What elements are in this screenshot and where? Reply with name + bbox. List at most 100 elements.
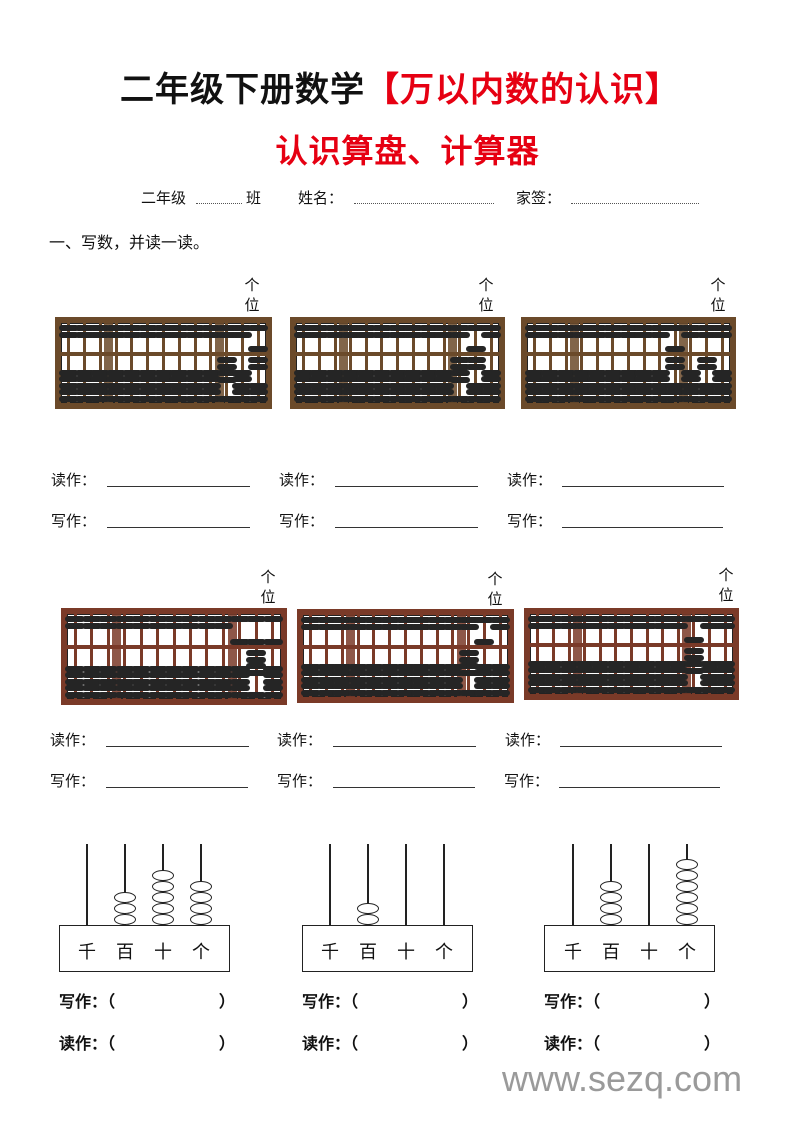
lower-bead[interactable] [300, 689, 321, 696]
upper-bead[interactable] [121, 331, 142, 338]
lower-bead[interactable] [571, 395, 592, 402]
upper-bead[interactable] [395, 623, 416, 630]
lower-bead[interactable] [652, 686, 673, 693]
lower-bead[interactable] [169, 376, 190, 382]
lower-bead[interactable] [216, 376, 237, 383]
lower-bead[interactable] [434, 369, 455, 376]
lower-bead[interactable] [442, 683, 463, 689]
lower-bead[interactable] [474, 683, 495, 689]
upper-bead[interactable] [427, 617, 448, 623]
lower-bead[interactable] [316, 663, 337, 670]
upper-bead[interactable] [559, 616, 580, 622]
lower-bead[interactable] [652, 680, 673, 686]
lower-bead[interactable] [621, 673, 642, 680]
lower-bead[interactable] [474, 663, 495, 670]
lower-bead[interactable] [74, 376, 95, 382]
lower-bead[interactable] [411, 663, 432, 670]
upper-bead[interactable] [246, 638, 267, 645]
upper-bead[interactable] [185, 331, 206, 338]
upper-bead[interactable] [543, 622, 564, 629]
lower-bead[interactable] [216, 357, 237, 363]
lower-bead[interactable] [605, 680, 626, 686]
lower-bead[interactable] [137, 382, 158, 389]
lower-bead[interactable] [574, 667, 595, 673]
lower-bead[interactable] [427, 683, 448, 689]
lower-bead[interactable] [293, 376, 314, 382]
lower-bead[interactable] [90, 376, 111, 382]
lower-bead[interactable] [481, 376, 502, 382]
upper-bead[interactable] [465, 325, 486, 331]
lower-bead[interactable] [696, 395, 717, 402]
lower-bead[interactable] [98, 672, 119, 678]
lower-bead[interactable] [668, 667, 689, 673]
lower-bead[interactable] [680, 389, 701, 395]
lower-bead[interactable] [262, 678, 283, 685]
lower-bead[interactable] [712, 376, 733, 382]
lower-bead[interactable] [605, 673, 626, 680]
lower-bead[interactable] [121, 389, 142, 395]
lower-bead[interactable] [418, 382, 439, 389]
upper-bead[interactable] [131, 616, 152, 622]
lower-bead[interactable] [427, 676, 448, 683]
upper-bead[interactable] [699, 622, 720, 629]
lower-bead[interactable] [442, 670, 463, 676]
upper-bead[interactable] [490, 617, 511, 623]
lower-bead[interactable] [164, 678, 184, 685]
lower-bead[interactable] [715, 680, 736, 686]
lower-bead[interactable] [309, 369, 330, 376]
lower-bead[interactable] [262, 691, 283, 698]
lower-bead[interactable] [652, 673, 673, 680]
lower-bead[interactable] [246, 650, 267, 656]
lower-bead[interactable] [114, 691, 135, 698]
upper-bead[interactable] [556, 331, 577, 338]
lower-bead[interactable] [543, 660, 564, 667]
lower-bead[interactable] [587, 382, 608, 389]
lower-bead[interactable] [540, 382, 561, 389]
upper-bead[interactable] [65, 622, 86, 629]
lower-bead[interactable] [169, 389, 190, 395]
lower-bead[interactable] [543, 680, 564, 686]
lower-bead[interactable] [309, 376, 330, 382]
lower-bead[interactable] [309, 389, 330, 395]
write-answer-blank[interactable] [335, 527, 478, 528]
lower-bead[interactable] [411, 683, 432, 689]
upper-bead[interactable] [300, 623, 321, 630]
upper-bead[interactable] [81, 622, 102, 629]
lower-bead[interactable] [434, 395, 455, 402]
upper-bead[interactable] [637, 616, 658, 622]
lower-bead[interactable] [680, 395, 701, 402]
upper-bead[interactable] [458, 623, 479, 630]
upper-bead[interactable] [325, 325, 346, 331]
lower-bead[interactable] [590, 680, 611, 686]
lower-bead[interactable] [98, 685, 119, 691]
lower-bead[interactable] [185, 389, 206, 395]
lower-bead[interactable] [490, 670, 511, 676]
upper-bead[interactable] [652, 616, 673, 622]
lower-bead[interactable] [680, 382, 701, 389]
lower-bead[interactable] [556, 395, 577, 402]
lower-bead[interactable] [180, 665, 201, 672]
lower-bead[interactable] [332, 689, 353, 696]
lower-bead[interactable] [621, 680, 642, 686]
lower-bead[interactable] [248, 357, 269, 363]
class-blank[interactable] [196, 203, 242, 204]
upper-bead[interactable] [490, 623, 511, 630]
lower-bead[interactable] [621, 686, 642, 693]
lower-bead[interactable] [98, 665, 119, 672]
lower-bead[interactable] [602, 369, 623, 376]
lower-bead[interactable] [465, 389, 486, 395]
lower-bead[interactable] [246, 691, 267, 698]
lower-bead[interactable] [74, 382, 95, 389]
lower-bead[interactable] [395, 689, 416, 696]
lower-bead[interactable] [114, 685, 135, 691]
lower-bead[interactable] [458, 656, 479, 663]
upper-bead[interactable] [587, 325, 608, 331]
lower-bead[interactable] [153, 389, 174, 395]
lower-bead[interactable] [81, 678, 102, 685]
upper-bead[interactable] [248, 325, 269, 331]
upper-bead[interactable] [262, 616, 283, 622]
upper-bead[interactable] [325, 331, 346, 338]
upper-bead[interactable] [481, 325, 502, 331]
lower-bead[interactable] [618, 376, 639, 382]
lower-bead[interactable] [540, 376, 561, 382]
